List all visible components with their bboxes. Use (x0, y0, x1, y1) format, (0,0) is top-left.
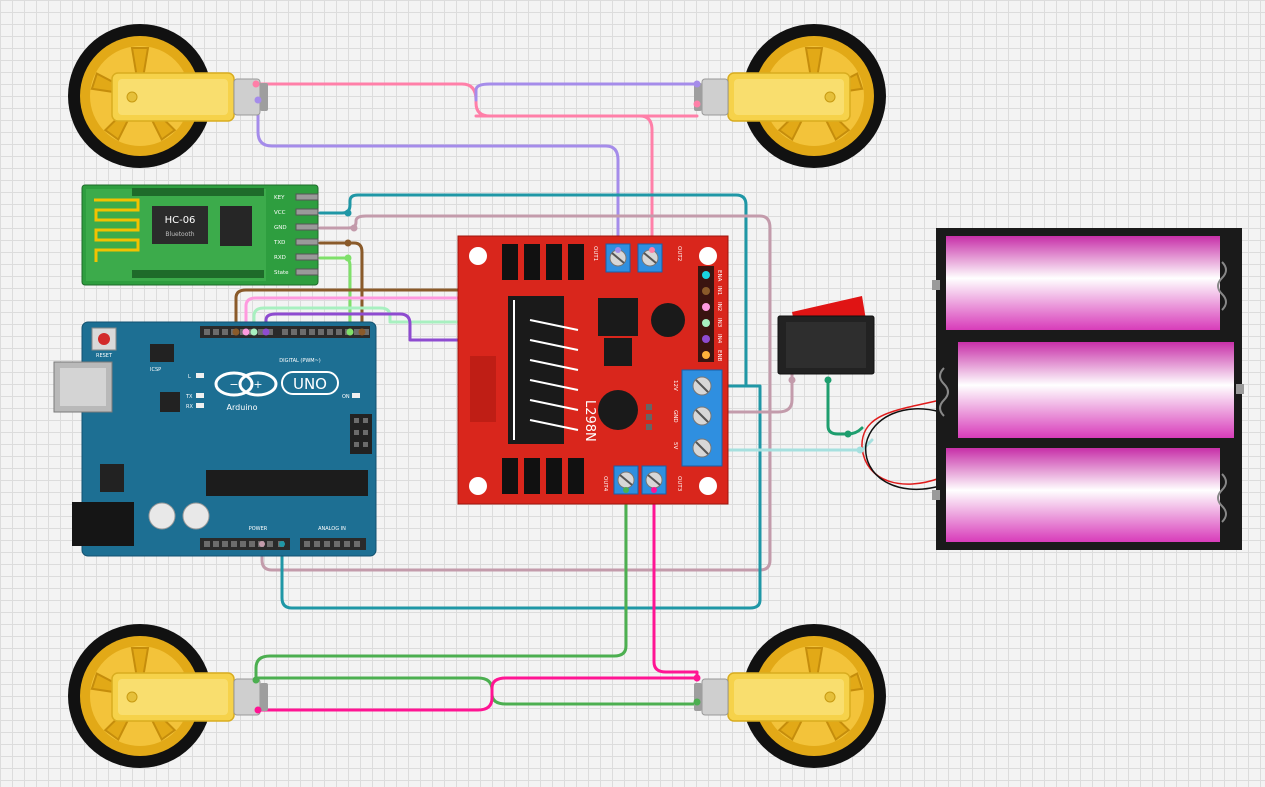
5v-label: 5V (672, 442, 678, 449)
terminal-out3-out4: OUT4 OUT3 (602, 465, 682, 495)
input-pin-label: IN4 (716, 334, 722, 344)
bt-sub-label: Bluetooth (165, 231, 194, 238)
bluetooth-module: HC-06 Bluetooth KEY VCC GND TXD RXD Stat… (81, 184, 358, 286)
input-pin-label: ENA (716, 270, 722, 282)
wire-brown-ena (234, 288, 702, 332)
analog-label: ANALOG IN (318, 526, 346, 532)
out1-label: OUT1 (592, 246, 598, 261)
wire-lime-rxd (318, 256, 352, 332)
wire-pink-in1 (244, 296, 708, 332)
led-rx-label: RX (186, 404, 193, 410)
wire-purple-top-right (474, 82, 699, 106)
power-label: POWER (249, 526, 268, 532)
12v-label: 12V (672, 380, 678, 391)
bt-model-label: HC-06 (165, 215, 196, 226)
wire-green-bottom-right (254, 676, 699, 706)
out3-label: OUT3 (676, 476, 682, 492)
bt-pin-label: State (274, 270, 289, 276)
arduino-logo: − + UNO Arduino (214, 371, 339, 412)
battery-cell (946, 236, 1220, 330)
out4-label: OUT4 (602, 476, 608, 492)
motor-terminal (252, 80, 260, 88)
l298n-driver-board: L298N OUT1 OUT2 OUT4 OUT3 12V GND (457, 235, 729, 505)
motor-bottom-right (693, 623, 887, 769)
bt-pin-label: VCC (274, 210, 286, 216)
wire-brown-txd (318, 241, 364, 332)
atmega-chip (206, 470, 368, 496)
battery-lead-black (865, 408, 941, 491)
battery-pack (932, 228, 1244, 550)
input-pin-label: ENB (716, 350, 722, 362)
out2-label: OUT2 (676, 246, 682, 261)
input-pin-label: IN2 (716, 302, 722, 311)
terminal-out1-out2: OUT1 OUT2 (592, 243, 682, 273)
wire-teal-5v (280, 384, 762, 610)
motor-terminal (693, 698, 701, 706)
led-on-label: ON (342, 394, 350, 400)
led-l-label: L (188, 374, 191, 380)
wire-green-switch (826, 378, 864, 436)
battery-cell (958, 342, 1234, 438)
digital-label: DIGITAL (PWM~) (279, 358, 321, 364)
input-pin-label: IN1 (716, 286, 722, 295)
motor-terminal (693, 80, 701, 88)
wire-green-bottom (254, 488, 628, 686)
wire-magenta-bottom-left (256, 676, 699, 712)
brand-label: Arduino (227, 403, 258, 412)
antenna-icon (94, 198, 140, 262)
wire-mauve-12v (718, 370, 794, 414)
l298n-label: L298N (582, 400, 597, 442)
arduino-uno-board: RESET ICSP DIGITAL (PWM~) − + UNO Arduin… (53, 321, 377, 557)
motor-terminal (254, 706, 262, 714)
bt-pin-label: GND (274, 225, 287, 231)
wire-purple-top (256, 98, 620, 252)
motor-terminal (252, 676, 260, 684)
motor-terminal (693, 674, 701, 682)
bt-pin-label: TXD (273, 240, 285, 246)
led-tx-label: TX (185, 394, 193, 400)
reset-label: RESET (96, 353, 113, 359)
motor-bottom-left (67, 623, 269, 769)
gnd-label: GND (672, 410, 678, 423)
rocker-switch (777, 296, 875, 384)
motor-terminal (254, 96, 262, 104)
svg-text:+: + (253, 378, 262, 391)
battery-cell (946, 448, 1220, 542)
input-pin-label: IN3 (716, 318, 722, 328)
motor-terminal (693, 100, 701, 108)
icsp-label: ICSP (150, 367, 161, 373)
terminal-power: 12V GND 5V (672, 369, 723, 467)
wire-lightblue-gnd (718, 438, 874, 452)
wire-mauve-gnd (260, 214, 772, 572)
wire-pink-top (253, 82, 654, 252)
uno-label: UNO (293, 375, 327, 393)
bt-pin-label: KEY (274, 195, 285, 201)
input-header: ENA IN1 IN2 IN3 IN4 ENB (698, 266, 722, 362)
svg-text:−: − (229, 378, 238, 391)
motor-top-left (67, 23, 269, 169)
motor-top-right (693, 23, 887, 169)
power-jack (72, 502, 134, 546)
bt-pin-label: RXD (274, 255, 286, 261)
wire-purple-in3 (264, 312, 710, 342)
wire-magenta-bottom (652, 488, 699, 682)
